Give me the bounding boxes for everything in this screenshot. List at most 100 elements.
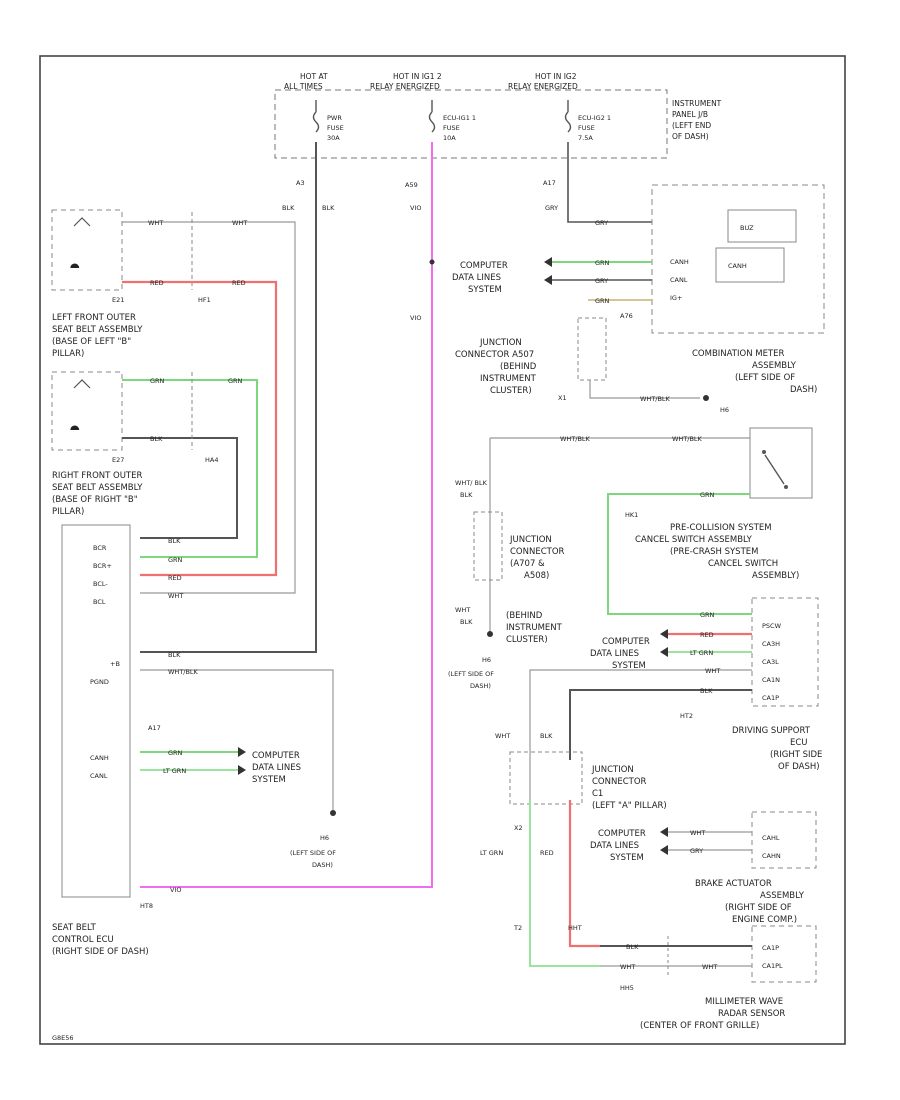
right-seatbelt-label-4: PILLAR)	[52, 507, 84, 517]
label-grn-ig: GRN	[595, 297, 610, 305]
combo-pin-canl: CANL	[670, 276, 688, 284]
fuse3-symbol	[564, 111, 572, 133]
ecu-pin-bcr-plus: BCR+	[93, 562, 112, 570]
combo-inner-canh: CANH	[728, 262, 747, 270]
left-seatbelt-label-1: LEFT FRONT OUTER	[52, 313, 136, 323]
ds-pin-pscw: PSCW	[762, 622, 782, 630]
cdl-brake-3: SYSTEM	[610, 853, 644, 863]
cdl-combo-2: DATA LINES	[452, 273, 501, 283]
fuse1-line1: PWR	[327, 114, 342, 122]
label-h6-jc2: H6	[482, 656, 491, 664]
junction-connector-2: WHT/ BLK BLK JUNCTION CONNECTOR (A707 & …	[448, 438, 565, 690]
label-t2: T2	[513, 924, 522, 932]
label-ltgrn-canl: LT GRN	[163, 767, 186, 775]
label-x2: X2	[514, 824, 523, 832]
footer-code: G8E56	[52, 1034, 74, 1042]
brake-label-2: ASSEMBLY	[760, 891, 805, 901]
brake-label-3: (RIGHT SIDE OF	[725, 903, 792, 913]
pc-label-5: ASSEMBLY)	[752, 571, 799, 581]
junction3-label-2: CONNECTOR	[592, 777, 647, 787]
label-wht-radar2: WHT	[702, 963, 717, 971]
radar-pin-ca1pl: CA1PL	[762, 962, 783, 970]
ds-label-3: (RIGHT SIDE	[770, 750, 822, 760]
label-ltgrn-jc3: LT GRN	[480, 849, 503, 857]
brake-label-4: ENGINE COMP.)	[732, 915, 797, 925]
junction1-label-1: JUNCTION	[479, 338, 522, 348]
instrument-panel-jb: HOT AT ALL TIMES HOT IN IG1 2 RELAY ENER…	[274, 72, 722, 159]
label-a17-ecu: A17	[148, 724, 161, 732]
junction-connector-1: JUNCTION CONNECTOR A507 (BEHIND INSTRUME…	[455, 317, 607, 402]
wire-red-left-belt	[122, 280, 278, 577]
cdl-ecu-3: SYSTEM	[252, 775, 286, 785]
label-gry-brake: GRY	[690, 847, 703, 855]
hot-ig2b-line1: HOT IN IG2	[535, 72, 577, 81]
wire-wht-blk-combo-ground	[589, 380, 700, 399]
label-grn-pc1: GRN	[700, 491, 715, 499]
arrow-canl-ecu	[238, 765, 246, 775]
right-seatbelt-icon: ⯊	[70, 423, 80, 437]
driving-support-ecu: PSCW CA3H CA3L CA1N CA1P DRIVING SUPPORT…	[680, 597, 822, 772]
wire-grn-precollision	[607, 493, 752, 615]
combo-label-3: (LEFT SIDE OF	[735, 373, 795, 383]
ground-point-jc2	[487, 631, 493, 637]
radar-label-3: (CENTER OF FRONT GRILLE)	[640, 1021, 759, 1031]
pc-label-1: PRE-COLLISION SYSTEM	[670, 523, 772, 533]
label-gry-2: GRY	[595, 219, 608, 227]
right-seatbelt-box	[51, 371, 123, 451]
junction-connector-3: WHT BLK JUNCTION CONNECTOR C1 (LEFT "A" …	[495, 732, 667, 811]
cdl-brake-2: DATA LINES	[590, 841, 639, 851]
cdl-brake-1: COMPUTER	[598, 829, 646, 839]
ecu-pin-bcl: BCL	[93, 598, 106, 606]
junction2-box	[473, 511, 503, 581]
driving-dashed-box	[751, 597, 819, 707]
label-wht-blk-pgnd: WHT/BLK	[168, 668, 199, 676]
arrow-wht-brake	[660, 827, 668, 837]
label-blk-lb: BLK	[282, 204, 295, 212]
wire-wht-ca1n	[529, 669, 752, 690]
label-ha4: HA4	[205, 456, 218, 464]
label-wht-blk-jc2: WHT/ BLK	[455, 479, 488, 487]
label-red-lb1: RED	[150, 279, 164, 287]
hot-at-line2: ALL TIMES	[284, 82, 323, 91]
radar-pin-ca1p: CA1P	[762, 944, 779, 952]
behind-cluster-3: CLUSTER)	[506, 635, 548, 645]
wire-vio-fuse2	[140, 142, 433, 888]
label-e21: E21	[112, 296, 124, 304]
label-x1-jc: X1	[558, 394, 567, 402]
label-grn-combo: GRN	[595, 259, 610, 267]
fuse3-line3: 7.5A	[578, 134, 593, 142]
ground-point-left	[330, 810, 336, 816]
ecu-pin-canh: CANH	[90, 754, 109, 762]
junction3-box	[509, 751, 583, 805]
arrow-canh-ecu	[238, 747, 246, 757]
wire-blk-ca1p	[569, 689, 752, 760]
label-a59: A59	[405, 181, 418, 189]
wire-grn-right-belt	[122, 379, 258, 558]
combination-meter: BUZ CANH CANH CANL IG+ COMBINATION METER…	[651, 184, 825, 395]
ecu-label-1: SEAT BELT	[52, 923, 97, 933]
brake-pin-cahn: CAHN	[762, 852, 781, 860]
arrow-ca3l	[660, 647, 668, 657]
fuse1-symbol	[312, 111, 320, 133]
diagram-frame	[39, 55, 846, 1045]
pc-label-4: CANCEL SWITCH	[708, 559, 778, 569]
ecu-pin-bcl-minus: BCL-	[93, 580, 108, 588]
label-gry-combo: GRY	[595, 277, 608, 285]
label-a3: A3	[296, 179, 305, 187]
left-seatbelt-label-4: PILLAR)	[52, 349, 84, 359]
arrow-canl-combo	[544, 275, 552, 285]
label-ltgrn-ds: LT GRN	[690, 649, 713, 657]
label-hk1: HK1	[625, 511, 638, 519]
label-wht-blk-combo: WHT/BLK	[640, 395, 671, 403]
combo-label-2: ASSEMBLY	[752, 361, 797, 371]
wire-wht-left-belt	[122, 221, 296, 594]
brake-pin-cahl: CAHL	[762, 834, 780, 842]
label-blk-jc2: BLK	[460, 491, 473, 499]
label-blk-rb1: BLK	[150, 435, 163, 443]
hot-ig2b-line2: RELAY ENERGIZED	[508, 82, 578, 91]
label-wht-ecu: WHT	[168, 592, 183, 600]
junction1-box	[577, 317, 607, 381]
ds-pin-ca3l: CA3L	[762, 658, 779, 666]
label-grn-ecu: GRN	[168, 556, 183, 564]
